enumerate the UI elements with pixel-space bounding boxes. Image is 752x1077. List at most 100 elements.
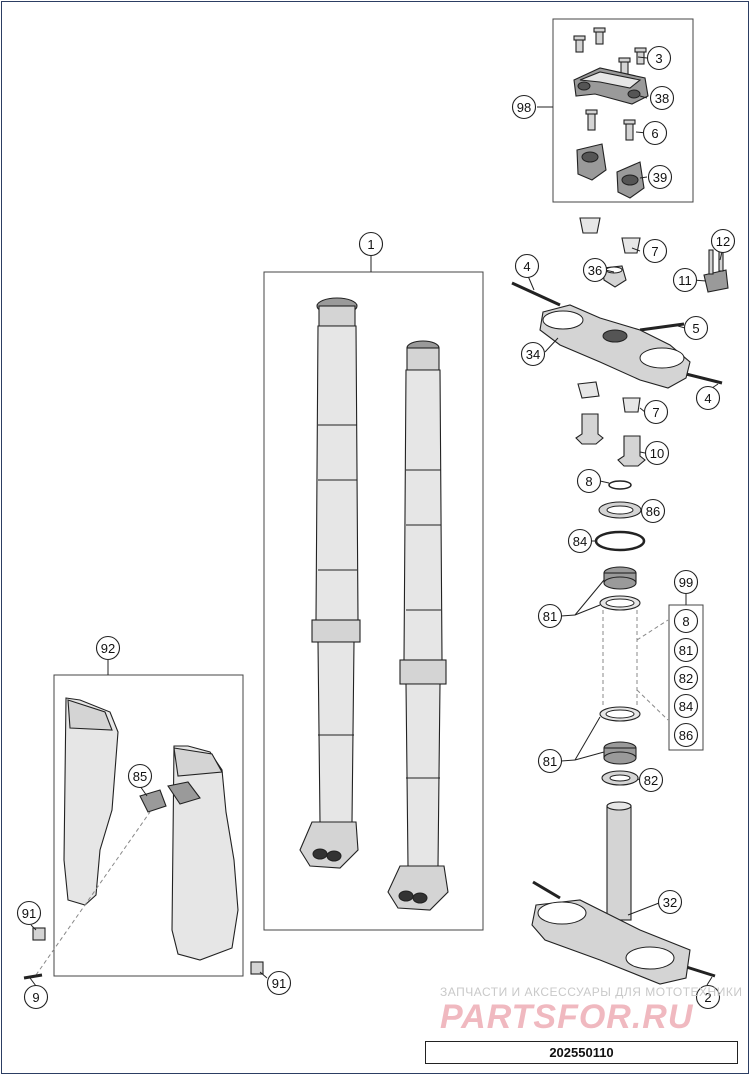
- callout-circle: [695, 385, 721, 411]
- callout-36: 36: [582, 257, 608, 283]
- callout-9: 9: [23, 984, 49, 1010]
- callout-label: 7: [652, 405, 659, 420]
- callout-98: 98: [511, 94, 537, 120]
- callout-4: 4: [514, 253, 540, 279]
- callout-circle: [266, 970, 292, 996]
- lower-triple-clamp: [531, 801, 716, 985]
- callout-label: 36: [588, 263, 602, 278]
- callout-label: 7: [651, 244, 658, 259]
- callout-82: 82: [638, 767, 664, 793]
- callout-circle: [127, 763, 153, 789]
- callout-circle: [683, 315, 709, 341]
- callout-label: 6: [651, 126, 658, 141]
- callout-label: 81: [543, 609, 557, 624]
- callout-circle: [95, 635, 121, 661]
- callout-label: 10: [650, 446, 664, 461]
- callout-label: 98: [517, 100, 531, 115]
- watermark-logo: PARTSFOR.RU: [440, 998, 694, 1036]
- kit-box-92: [53, 674, 244, 977]
- callout-circle: [16, 900, 42, 926]
- callout-99: 99: [673, 569, 699, 595]
- callout-84: 84: [673, 693, 699, 719]
- callout-81: 81: [537, 603, 563, 629]
- callout-label: 86: [679, 728, 693, 743]
- callout-label: 8: [585, 474, 592, 489]
- callout-circle: [514, 253, 540, 279]
- callout-circle: [638, 767, 664, 793]
- callout-label: 91: [22, 906, 36, 921]
- callout-circle: [358, 231, 384, 257]
- callout-label: 11: [678, 273, 692, 288]
- callout-circle: [673, 637, 699, 663]
- callout-circle: [511, 94, 537, 120]
- kit-box-1: [263, 271, 484, 931]
- callout-label: 32: [663, 895, 677, 910]
- diagram-id: 202550110: [425, 1041, 738, 1064]
- callout-11: 11: [672, 267, 698, 293]
- callout-circle: [640, 498, 666, 524]
- kit-box-98: [552, 18, 694, 203]
- upper-triple-clamp: [511, 217, 729, 389]
- callout-38: 38: [649, 85, 675, 111]
- callout-91: 91: [16, 900, 42, 926]
- callout-7: 7: [643, 399, 669, 425]
- callouts: 1234456778891011123234363839818181828284…: [16, 45, 736, 1010]
- callout-label: 38: [655, 91, 669, 106]
- callout-label: 3: [655, 51, 662, 66]
- callout-label: 81: [543, 754, 557, 769]
- fork-right-leg: [387, 340, 449, 911]
- callout-circle: [520, 341, 546, 367]
- callout-86: 86: [640, 498, 666, 524]
- callout-circle: [582, 257, 608, 283]
- callout-circle: [673, 693, 699, 719]
- callout-label: 4: [704, 391, 711, 406]
- callout-circle: [642, 238, 668, 264]
- callout-39: 39: [647, 164, 673, 190]
- callout-2: 2: [695, 984, 721, 1010]
- fork-guards: [23, 697, 264, 980]
- callout-3: 3: [646, 45, 672, 71]
- callout-81: 81: [673, 637, 699, 663]
- callout-circle: [710, 228, 736, 254]
- callout-5: 5: [683, 315, 709, 341]
- callout-34: 34: [520, 341, 546, 367]
- callout-label: 91: [272, 976, 286, 991]
- callout-label: 82: [644, 773, 658, 788]
- callout-8: 8: [673, 608, 699, 634]
- callout-label: 9: [32, 990, 39, 1005]
- callout-circle: [673, 569, 699, 595]
- callout-circle: [657, 889, 683, 915]
- callout-circle: [537, 603, 563, 629]
- callout-7: 7: [642, 238, 668, 264]
- callout-circle: [647, 164, 673, 190]
- callout-82: 82: [673, 665, 699, 691]
- callout-label: 12: [716, 234, 730, 249]
- callout-86: 86: [673, 722, 699, 748]
- callout-circle: [695, 984, 721, 1010]
- callout-circle: [673, 665, 699, 691]
- callout-circle: [567, 528, 593, 554]
- callout-85: 85: [127, 763, 153, 789]
- callout-label: 2: [704, 990, 711, 1005]
- callout-label: 85: [133, 769, 147, 784]
- callout-84: 84: [567, 528, 593, 554]
- callout-label: 99: [679, 575, 693, 590]
- callout-label: 84: [573, 534, 587, 549]
- callout-label: 5: [692, 321, 699, 336]
- callout-8: 8: [576, 468, 602, 494]
- callout-label: 82: [679, 671, 693, 686]
- callout-81: 81: [537, 748, 563, 774]
- callout-circle: [537, 748, 563, 774]
- leader-lines: [29, 56, 723, 987]
- callout-circle: [644, 440, 670, 466]
- callout-circle: [23, 984, 49, 1010]
- callout-label: 92: [101, 641, 115, 656]
- callout-label: 81: [679, 643, 693, 658]
- callout-circle: [643, 399, 669, 425]
- callout-label: 34: [526, 347, 540, 362]
- callout-circle: [649, 85, 675, 111]
- callout-1: 1: [358, 231, 384, 257]
- callout-label: 84: [679, 699, 693, 714]
